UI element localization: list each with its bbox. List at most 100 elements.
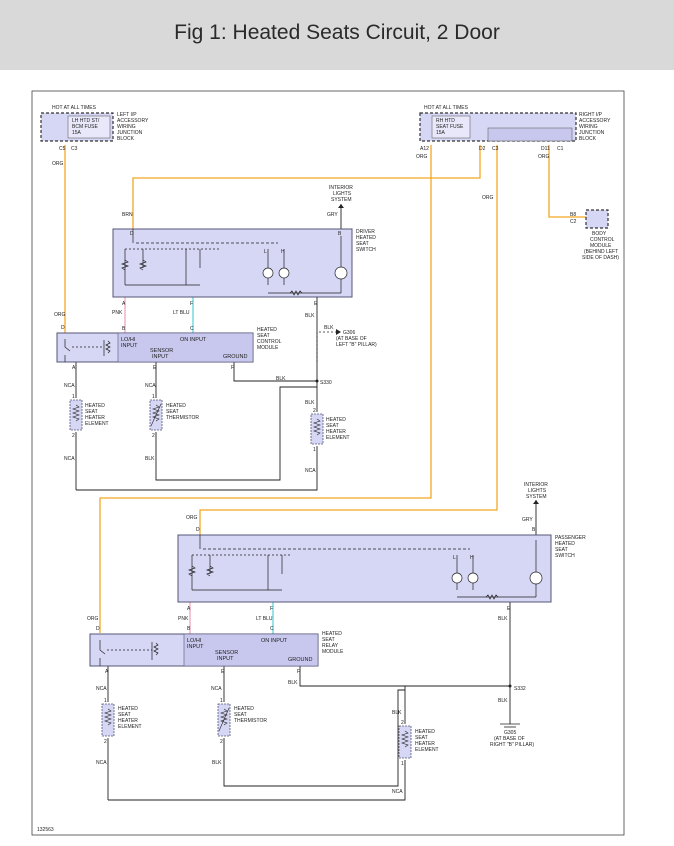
dashed-wires [316, 331, 336, 362]
driver-switch-pin-h: H [281, 249, 285, 255]
bcm-box [585, 209, 609, 229]
driver-lights-label-3: SYSTEM [331, 197, 352, 203]
driver-heater-left-label-4: ELEMENT [85, 421, 109, 427]
wire-label-blk-1: BLK [305, 313, 315, 319]
right-block-label-4: JUNCTION [579, 130, 605, 136]
driver-heater-right-label-3: HEATER [326, 429, 346, 435]
driver-module-label-4: MODULE [257, 345, 279, 351]
right-fuse [431, 115, 471, 139]
driver-lights-arrow-icon [338, 204, 344, 208]
passenger-lights-label-2: LIGHTS [528, 488, 547, 494]
right-pin-d2: D2 [479, 146, 486, 152]
orange-wires [64, 145, 586, 633]
left-fuse-label-3: 15A [72, 130, 82, 136]
driver-interior-lights: INTERIOR LIGHTS SYSTEM GRY [327, 185, 353, 218]
left-block-label-1: LEFT I/P [117, 112, 137, 118]
driver-switch-box [112, 228, 353, 298]
wire-label-nca-5: NCA [96, 686, 107, 692]
wire-label-org-3: ORG [538, 154, 550, 160]
driver-heater-right-pin-2: 2 [313, 408, 316, 414]
driver-module-label-3: CONTROL [257, 339, 282, 345]
right-block-label-3: WIRING [579, 124, 598, 130]
passenger-module-pin-d: D [96, 626, 100, 632]
driver-module-lohi-2: INPUT [121, 343, 138, 349]
passenger-switch-pin-f: F [270, 606, 273, 612]
right-fuse-label-2: SEAT FUSE [436, 124, 464, 130]
driver-led-hi-icon [278, 267, 290, 279]
g306-label-2: (AT BASE OF [336, 336, 367, 342]
passenger-heater-right-pin-1: 1 [401, 761, 404, 767]
driver-heater-left-label-2: SEAT [85, 409, 98, 415]
passenger-module-label-3: RELAY [322, 643, 339, 649]
wire-label-ltblu-2: LT BLU [256, 616, 273, 622]
wire-label-pnk-2: PNK [178, 616, 189, 622]
passenger-switch-label-3: SEAT [555, 547, 568, 553]
driver-module-label-2: SEAT [257, 333, 270, 339]
wire-label-blk-2: BLK [276, 376, 286, 382]
passenger-heater-right-label-4: ELEMENT [415, 747, 439, 753]
bcm-label-5: SIDE OF DASH) [582, 255, 619, 261]
passenger-heater-element-right: 2 1 HEATED SEAT HEATER ELEMENT [398, 720, 439, 767]
driver-switch-pin-e: E [314, 301, 318, 307]
driver-module-pin-b: B [122, 326, 126, 332]
wire-label-nca-4: NCA [305, 468, 316, 474]
driver-lights-label-1: INTERIOR [329, 185, 353, 191]
passenger-heated-seat-switch: D B L H PASSENGER HEATED SEAT SWITC [177, 527, 586, 612]
wire-org-passenger-module [99, 145, 432, 633]
wire-label-gry-2: GRY [522, 517, 533, 523]
driver-switch-label-3: SEAT [356, 241, 369, 247]
diagram-frame [31, 90, 625, 836]
body-control-module: B8 C2 BODY CONTROL MODULE (BEHIND LEFT S… [570, 209, 619, 261]
driver-switch-pin-b: B [338, 231, 342, 237]
passenger-heater-left-label-4: ELEMENT [118, 724, 142, 730]
passenger-heater-left-label-3: HEATER [118, 718, 138, 724]
wire-label-org-4: ORG [482, 195, 494, 201]
passenger-thermistor-icon [220, 708, 228, 726]
driver-heater-left-resistor-icon [72, 404, 80, 422]
splice-s330: S330 [320, 380, 332, 386]
passenger-lights-label-1: INTERIOR [524, 482, 548, 488]
driver-thermistor-pin-1: 1 [152, 394, 155, 400]
passenger-heater-right-resistor-icon [401, 730, 409, 748]
black-wires [75, 204, 537, 801]
passenger-heater-right-label-3: HEATER [415, 741, 435, 747]
driver-module-ground: GROUND [223, 354, 247, 360]
driver-heater-left-pin-1: 1 [72, 394, 75, 400]
driver-lights-label-2: LIGHTS [333, 191, 352, 197]
driver-switch-label-2: HEATED [356, 235, 376, 241]
diagram-number: 132563 [37, 827, 54, 833]
driver-switch-pin-a: A [122, 301, 126, 307]
driver-thermistor-label-3: THERMISTOR [166, 415, 199, 421]
left-block-label-3: WIRING [117, 124, 136, 130]
driver-module-on-input: ON INPUT [180, 337, 207, 343]
driver-heater-element-left: 1 2 HEATED SEAT HEATER ELEMENT [69, 394, 109, 439]
driver-heater-left-box [69, 399, 83, 431]
driver-module-pin-e: E [153, 365, 157, 371]
passenger-module-inner [183, 633, 319, 667]
passenger-switch-pin-d: D [196, 527, 200, 533]
passenger-module-internals [99, 640, 159, 666]
wire-label-blk-8: BLK [498, 698, 508, 704]
passenger-heater-left-label-2: SEAT [118, 712, 131, 718]
passenger-switch-pin-h: H [470, 555, 474, 561]
wire-label-nca-2: NCA [145, 383, 156, 389]
wire-label-blk-5: BLK [498, 616, 508, 622]
passenger-module-label-4: MODULE [322, 649, 344, 655]
driver-switch-internals [120, 229, 342, 296]
passenger-thermistor-label-2: SEAT [234, 712, 247, 718]
left-pin-c5: C5 [59, 146, 66, 152]
passenger-thermistor: 1 2 HEATED SEAT THERMISTOR [217, 698, 267, 745]
driver-module-pin-a: A [72, 365, 76, 371]
driver-heated-seat-switch: D B L H DRIVER HEATED SEAT SWITCH [112, 228, 376, 307]
driver-heater-element-right: 2 1 HEATED SEAT HEATER ELEMENT [310, 408, 350, 453]
driver-heater-left-pin-2: 2 [72, 433, 75, 439]
left-fuse-label-1: LH HTD ST/ [72, 118, 100, 124]
driver-switch-pin-f: F [190, 301, 193, 307]
passenger-heater-right-label-1: HEATED [415, 729, 435, 735]
driver-thermistor: 1 2 HEATED SEAT THERMISTOR [149, 394, 199, 439]
passenger-switch-box [177, 534, 552, 603]
wire-blk-driver-thermistor [155, 386, 317, 481]
wire-label-org-1: ORG [52, 161, 64, 167]
driver-thermistor-label-1: HEATED [166, 403, 186, 409]
passenger-lights-label-3: SYSTEM [526, 494, 547, 500]
